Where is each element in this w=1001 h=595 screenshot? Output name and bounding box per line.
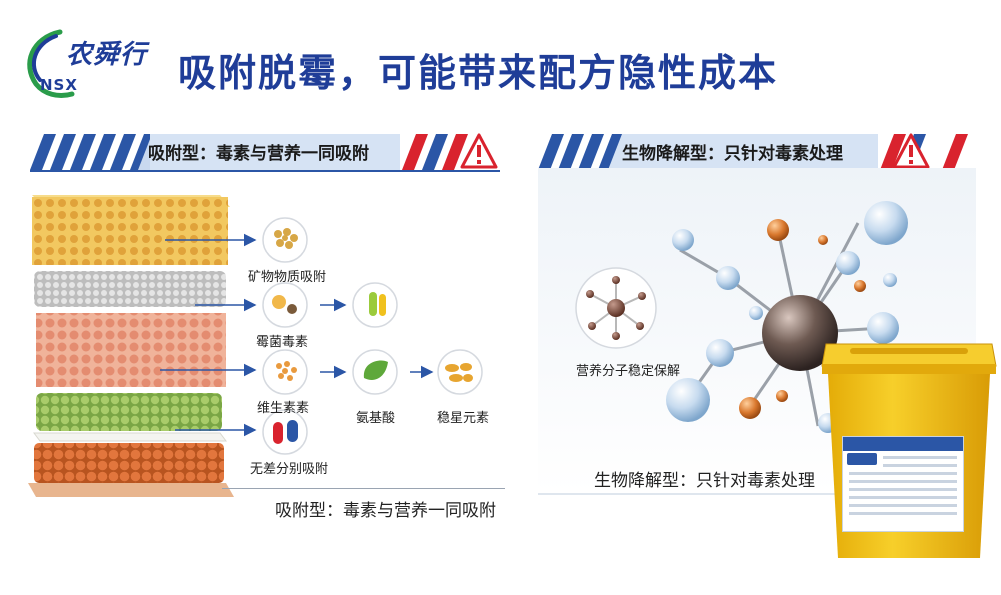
left-banner: 吸附型：毒素与营养一同吸附 [30,130,500,172]
left-banner-text: 吸附型：毒素与营养一同吸附 [148,144,369,164]
label-nutrient-protected: 营养分子稳定保解 [576,364,681,379]
brand-name-en: NSX [40,76,78,94]
left-caption: 吸附型：毒素与营养一同吸附 [275,501,496,521]
adsorbent-layers-illustration [28,195,234,497]
label-amino-acid: 氨基酸 [356,411,396,426]
left-banner-stripes [30,134,500,172]
bucket-label [842,436,964,532]
brand-name-cn: 农舜行 [66,40,148,70]
label-mineral: 矿物物质吸附 [248,270,327,285]
warning-icon [460,133,498,169]
molecule-illustration [575,201,909,433]
brand-logo: 农舜行 NSX [14,16,164,106]
right-banner-text: 生物降解型：只针对毒素处理 [622,144,843,164]
right-caption: 生物降解型：只针对毒素处理 [594,471,815,491]
label-vitamin: 维生素素 [257,401,310,416]
logo-swoosh-icon [27,29,75,99]
caption-divider [222,488,505,489]
label-stable-element: 稳星元素 [437,411,490,426]
warning-icon [892,133,930,169]
label-mycotoxin: 霉菌毒素 [256,335,309,350]
page-title: 吸附脱霉，可能带来配方隐性成本 [178,51,779,95]
label-indiscriminate: 无差分别吸附 [250,462,329,477]
bucket-logo-icon [847,453,877,465]
right-banner: 生物降解型：只针对毒素处理 [538,130,976,172]
